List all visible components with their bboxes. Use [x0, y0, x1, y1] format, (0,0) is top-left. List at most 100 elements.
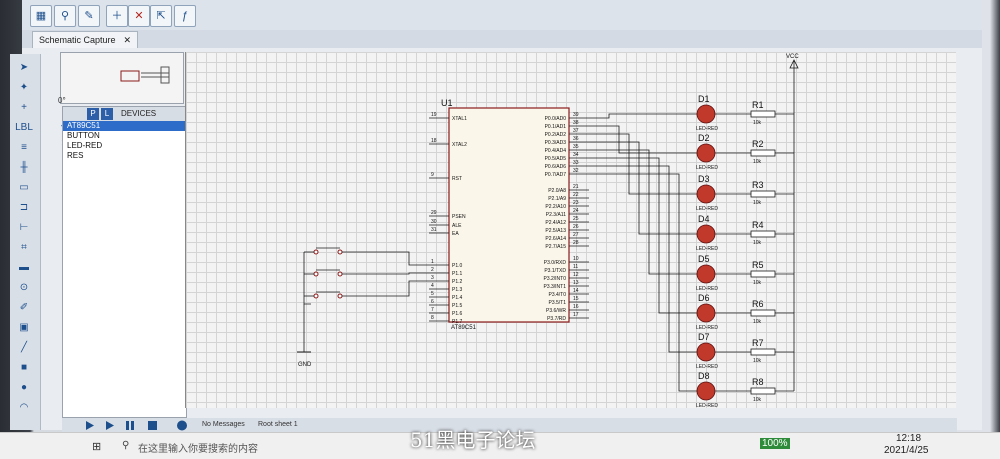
device-item[interactable]: AT89C51	[63, 121, 186, 131]
binoculars-icon[interactable]: ⚲	[54, 5, 76, 27]
chip-pin-name: P2.5/A13	[545, 228, 566, 234]
resistor-value: 10k	[753, 358, 762, 364]
vcc-arrow	[789, 59, 799, 69]
led-reference: D1	[698, 94, 710, 104]
arc-icon[interactable]: ◠	[19, 402, 29, 413]
box-icon[interactable]: ■	[20, 362, 28, 373]
button-terminal	[337, 249, 343, 255]
chip-pin-number: 21	[573, 184, 579, 190]
chip-pin-name: P2.1/A9	[548, 196, 566, 202]
resistor-value: 10k	[753, 397, 762, 403]
chip-pin-name: P0.7/AD7	[545, 172, 567, 178]
device-item[interactable]: BUTTON	[67, 131, 100, 140]
windows-start-icon[interactable]: ⊞	[92, 441, 102, 453]
chip-pin-name: P1.0	[452, 263, 463, 269]
resistor-reference: R2	[752, 139, 764, 149]
stop-icon[interactable]	[148, 421, 157, 430]
device-panel: P L DEVICES AT89C51 BUTTON LED-RED RES	[62, 106, 187, 418]
resistor-reference: R4	[752, 220, 764, 230]
pick-devices-button[interactable]: P	[87, 108, 99, 120]
remove-sheet-icon[interactable]: ✕	[128, 5, 150, 27]
resistor-reference: R5	[752, 260, 764, 270]
overview-thumbnail	[120, 66, 170, 84]
label-icon[interactable]: LBL	[15, 122, 33, 133]
led-body	[696, 264, 716, 284]
chip-pin-number: 18	[431, 138, 437, 144]
pause-icon[interactable]	[126, 421, 129, 430]
chip-pin-number: 29	[431, 210, 437, 216]
tab-bar: Schematic Capture✕	[22, 30, 982, 48]
chip-pin-number: 32	[573, 168, 579, 174]
terminal-icon[interactable]: ⊐	[19, 202, 29, 213]
junction-icon[interactable]: +	[21, 102, 27, 113]
overview-window[interactable]	[60, 52, 184, 104]
probe-icon[interactable]: ✐	[19, 302, 29, 313]
circle-icon[interactable]: ●	[20, 382, 28, 393]
subcircuit-icon[interactable]: ▭	[19, 182, 29, 193]
chip-pin-number: 14	[573, 288, 579, 294]
resistor-reference: R7	[752, 338, 764, 348]
clock-time[interactable]: 12:18	[896, 433, 922, 444]
chip-pin-number: 17	[573, 312, 579, 318]
script-icon[interactable]: ƒ	[174, 5, 196, 27]
tools-icon[interactable]: ✎	[78, 5, 100, 27]
led-reference: D2	[698, 133, 710, 143]
devices-title: DEVICES	[121, 109, 157, 118]
led-type: LED-RED	[696, 403, 718, 408]
add-sheet-icon[interactable]: ＋	[106, 5, 128, 27]
pin-icon[interactable]: ⊢	[19, 222, 29, 233]
play-icon[interactable]	[86, 421, 94, 430]
generator-icon[interactable]: ⊙	[19, 282, 29, 293]
chip-pin-number: 22	[573, 192, 579, 198]
tab-schematic-capture[interactable]: Schematic Capture✕	[32, 31, 139, 48]
clock-date[interactable]: 2021/4/25	[884, 445, 929, 456]
rotation-angle: 0°	[58, 96, 66, 105]
close-icon[interactable]: ✕	[123, 35, 132, 45]
select-arrow-icon[interactable]: ➤	[19, 62, 29, 73]
resistor-value: 10k	[753, 240, 762, 246]
chip-pin-name: P2.4/A12	[545, 220, 566, 226]
chip-pin-number: 28	[573, 240, 579, 246]
led-wire	[589, 141, 697, 235]
library-button[interactable]: L	[101, 108, 113, 120]
bus-icon[interactable]: ╫	[20, 162, 28, 173]
chip-pin-name: P0.5/AD5	[545, 156, 567, 162]
exit-icon[interactable]: ⇱	[150, 5, 172, 27]
component-icon[interactable]: ✦	[19, 82, 29, 93]
chip-pin-name: P0.0/AD0	[545, 116, 567, 122]
line-icon[interactable]: ╱	[20, 342, 28, 353]
resistor-value: 10k	[753, 120, 762, 126]
chip-pin-number: 5	[431, 291, 434, 297]
chip-pin-name: P0.6/AD6	[545, 164, 567, 170]
led-wire	[589, 157, 697, 314]
resistor-value: 10k	[753, 319, 762, 325]
chip-pin-name: RST	[452, 176, 462, 182]
chip-pin-number: 23	[573, 200, 579, 206]
chip-pin-number: 30	[431, 219, 437, 225]
button-terminal	[337, 271, 343, 277]
button-terminal	[313, 293, 319, 299]
led-wire	[589, 173, 697, 392]
led-wire	[589, 133, 697, 195]
left-toolbar: ➤ ✦ + LBL ≡ ╫ ▭ ⊐ ⊢ ⌗ ▬ ⊙ ✐ ▣ ╱ ■ ● ◠	[10, 54, 41, 430]
schematic-icon[interactable]: ▦	[30, 5, 52, 27]
taskbar-search-box[interactable]: 在这里输入你要搜索的内容	[138, 444, 258, 455]
instrument-icon[interactable]: ▣	[19, 322, 29, 333]
led-type: LED-RED	[696, 165, 718, 171]
chip-pin-number: 10	[573, 256, 579, 262]
device-item[interactable]: RES	[67, 151, 84, 160]
graph-icon[interactable]: ⌗	[21, 242, 27, 253]
chip-pin-name: PSEN	[452, 214, 466, 220]
tape-icon[interactable]: ▬	[19, 262, 29, 273]
chip-pin-number: 33	[573, 160, 579, 166]
chip-pin-number: 16	[573, 304, 579, 310]
chip-pin-name: P2.2/A10	[545, 204, 566, 210]
device-item[interactable]: LED-RED	[67, 141, 103, 150]
step-icon[interactable]	[106, 421, 114, 430]
chip-pin-name: P3.7/RD	[547, 316, 566, 322]
forum-watermark: 51黑电子论坛	[410, 428, 536, 452]
text-script-icon[interactable]: ≡	[21, 142, 27, 153]
chip-pin-name: P3.6/WR	[546, 308, 566, 314]
battery-indicator[interactable]: 100%	[760, 438, 790, 449]
